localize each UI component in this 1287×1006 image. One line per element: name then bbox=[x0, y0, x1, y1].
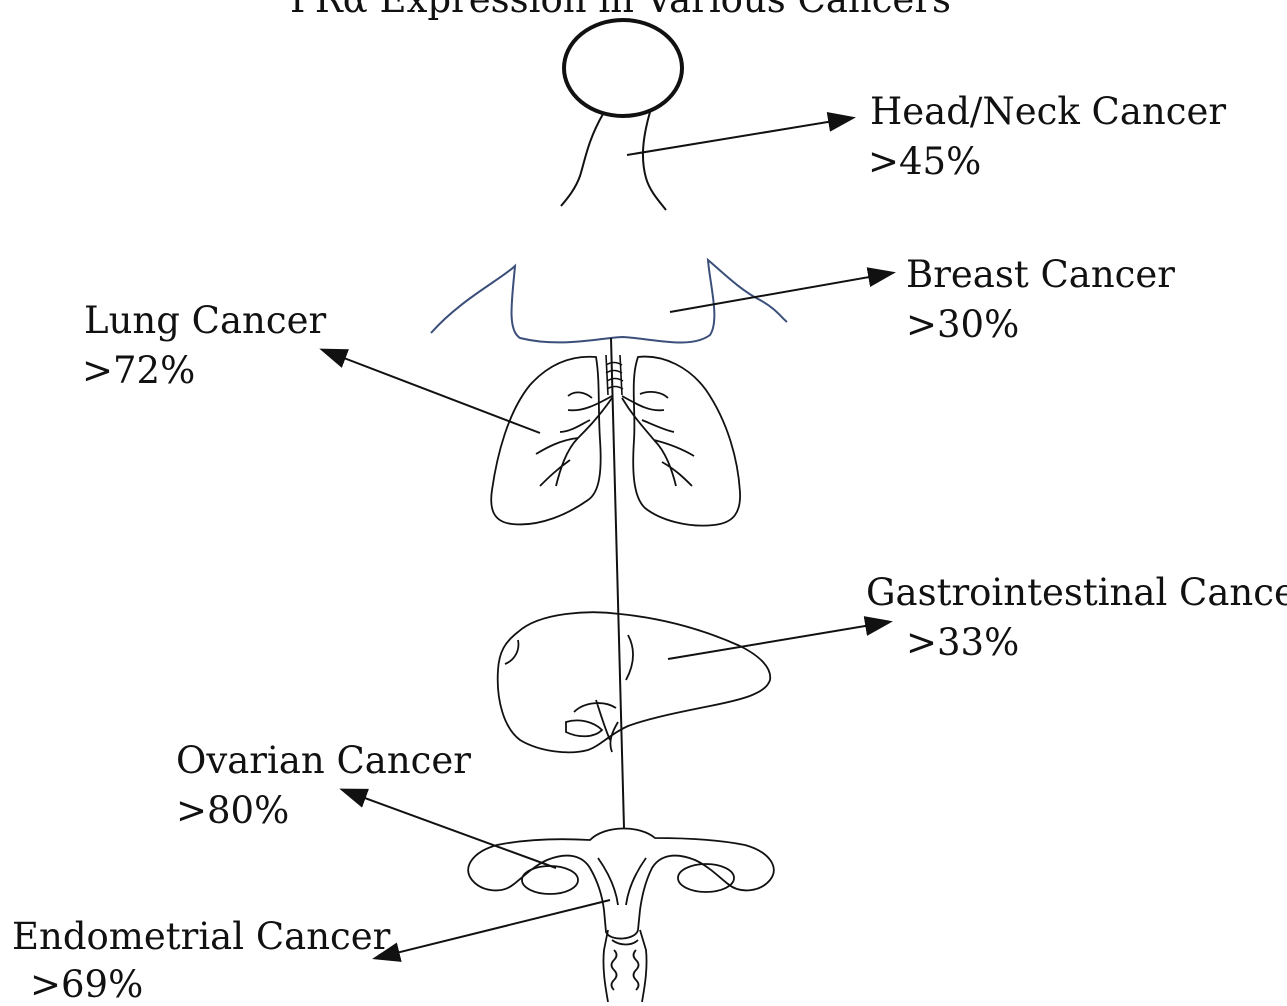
head-neck-label: Head/Neck Cancer bbox=[870, 93, 1226, 130]
breast-label: Breast Cancer bbox=[906, 256, 1175, 293]
arrows bbox=[323, 118, 892, 958]
gastro-arrow bbox=[668, 622, 889, 659]
ovarian-label: Ovarian Cancer bbox=[176, 742, 471, 779]
endometrial-label: Endometrial Cancer bbox=[12, 918, 390, 955]
lung-label: Lung Cancer bbox=[84, 302, 326, 339]
ovarian-arrow bbox=[343, 790, 556, 868]
uterus bbox=[468, 828, 774, 1002]
ovarian-value: >80% bbox=[176, 792, 289, 829]
head-neck-arrow bbox=[627, 118, 852, 155]
breast-value: >30% bbox=[906, 306, 1019, 343]
gastro-label: Gastrointestinal Cancer bbox=[866, 574, 1287, 611]
head-neck-value: >45% bbox=[868, 143, 981, 180]
lung-arrow bbox=[323, 350, 540, 433]
head-outline bbox=[564, 20, 682, 116]
neck-right bbox=[643, 112, 666, 210]
center-line bbox=[611, 338, 624, 828]
head-figure bbox=[561, 20, 682, 210]
breast-arrow bbox=[670, 273, 892, 312]
liver bbox=[498, 612, 771, 752]
neck-left bbox=[561, 114, 603, 206]
trachea bbox=[606, 355, 623, 395]
right-lung bbox=[633, 357, 740, 526]
left-lung bbox=[491, 357, 600, 525]
endometrial-arrow bbox=[376, 900, 610, 958]
cervix bbox=[603, 930, 646, 1002]
lung-value: >72% bbox=[82, 352, 195, 389]
gastro-value: >33% bbox=[906, 624, 1019, 661]
endometrial-value: >69% bbox=[30, 966, 143, 1003]
